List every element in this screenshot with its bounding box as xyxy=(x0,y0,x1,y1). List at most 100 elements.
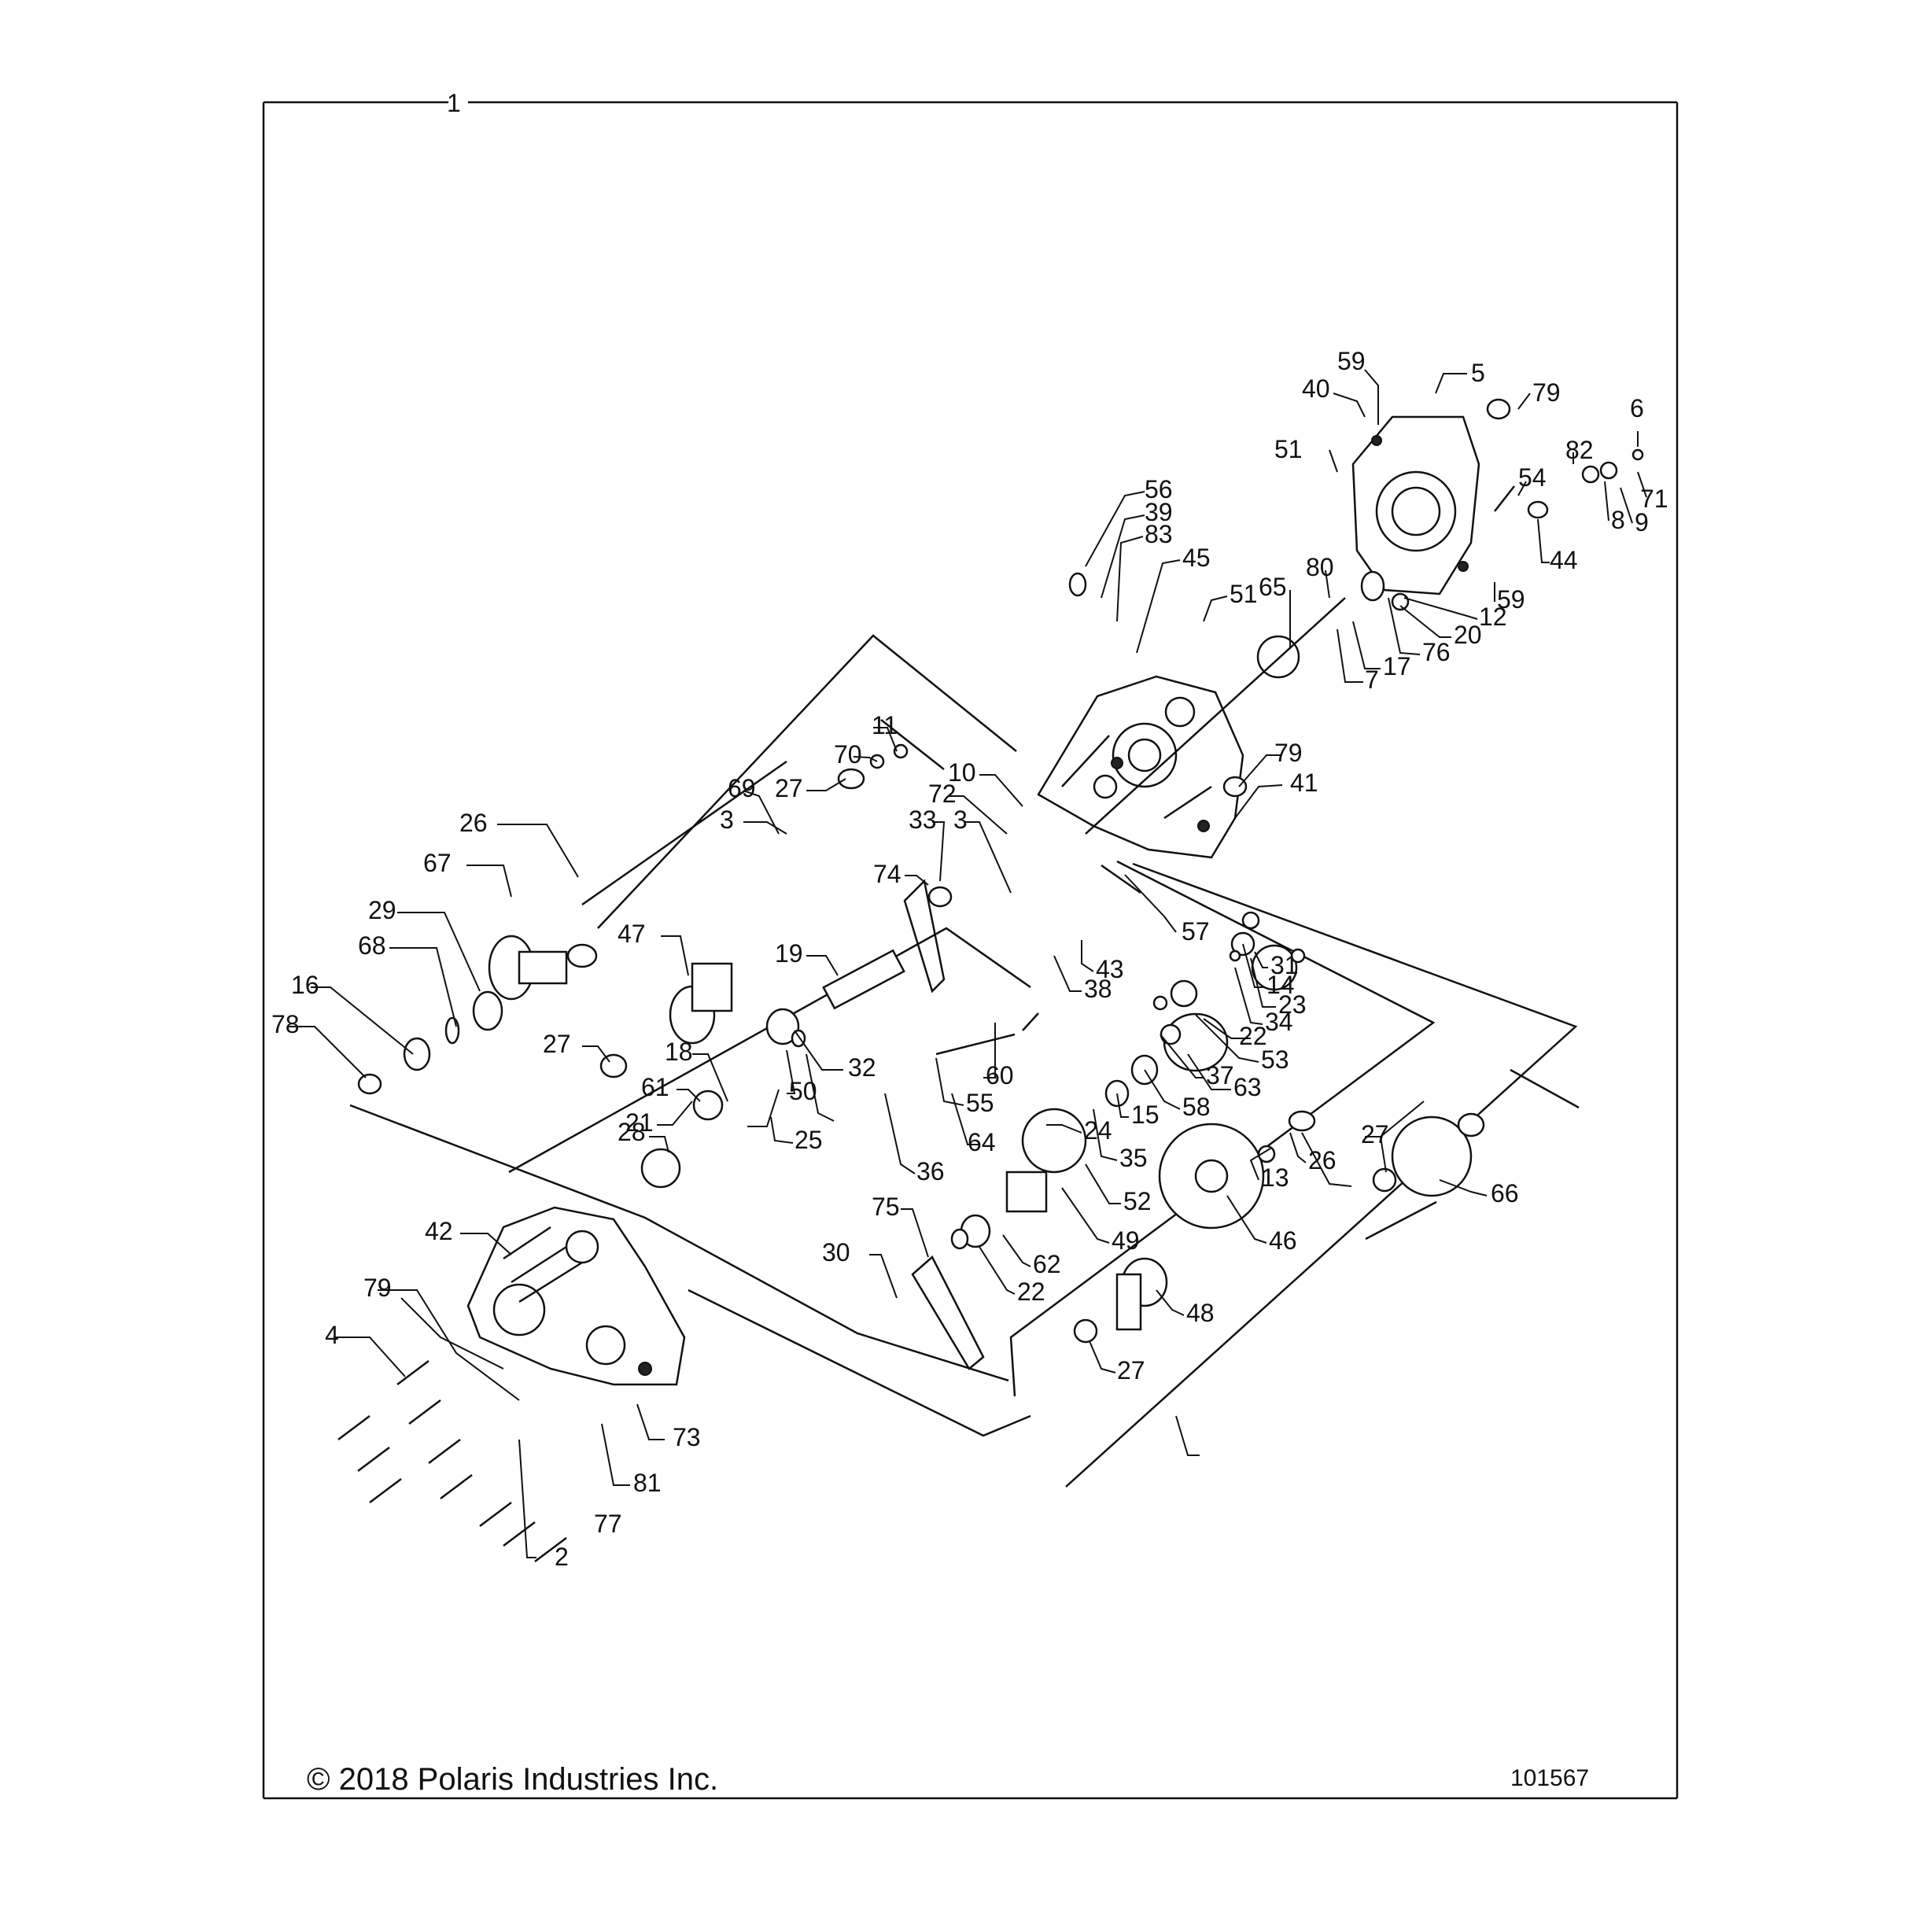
callout-31: 31 xyxy=(1270,951,1299,979)
callout-27: 27 xyxy=(775,774,803,802)
callout-46: 46 xyxy=(1269,1226,1297,1255)
callout-13: 13 xyxy=(1261,1163,1289,1192)
callout-32: 32 xyxy=(848,1053,876,1082)
callout-51b: 51 xyxy=(1230,580,1258,608)
callout-8: 8 xyxy=(1611,506,1625,534)
drawing-number: 101567 xyxy=(1510,1765,1589,1791)
callout-53: 53 xyxy=(1261,1045,1289,1074)
callout-72: 72 xyxy=(928,780,957,808)
callout-44: 44 xyxy=(1550,546,1578,574)
callout-82: 82 xyxy=(1565,436,1594,464)
callout-55: 55 xyxy=(966,1089,994,1117)
callout-20: 20 xyxy=(1454,621,1482,649)
callout-25: 25 xyxy=(795,1126,823,1154)
callout-12: 12 xyxy=(1479,603,1507,631)
callout-79: 79 xyxy=(1532,378,1561,407)
callout-58: 58 xyxy=(1182,1093,1211,1121)
callout-59: 59 xyxy=(1337,347,1366,375)
callout-83: 83 xyxy=(1145,520,1173,548)
callout-67: 67 xyxy=(423,849,452,877)
callout-77: 77 xyxy=(594,1510,622,1538)
callout-69: 69 xyxy=(728,774,756,802)
callout-26: 26 xyxy=(459,809,488,837)
callout-18: 18 xyxy=(665,1038,693,1066)
callout-17: 17 xyxy=(1383,652,1411,680)
callout-35: 35 xyxy=(1119,1144,1148,1172)
shafts xyxy=(935,485,1515,1056)
callout-81: 81 xyxy=(633,1469,662,1497)
callout-48: 48 xyxy=(1186,1299,1215,1327)
callout-78: 78 xyxy=(271,1010,300,1038)
callout-7: 7 xyxy=(1365,666,1379,694)
callout-37: 37 xyxy=(1206,1061,1234,1090)
callout-71: 71 xyxy=(1640,485,1668,513)
callout-14: 14 xyxy=(1266,971,1295,999)
callout-16: 16 xyxy=(291,971,319,999)
callout-56: 56 xyxy=(1145,475,1173,503)
callout-62: 62 xyxy=(1033,1250,1061,1278)
callout-24: 24 xyxy=(1084,1116,1112,1145)
callout-43: 43 xyxy=(1096,955,1124,983)
callout-10: 10 xyxy=(948,758,976,787)
callout-29: 29 xyxy=(368,896,396,924)
callout-5: 5 xyxy=(1471,359,1485,387)
callout-38: 38 xyxy=(1084,975,1112,1003)
callout-79b: 79 xyxy=(1274,739,1303,767)
callout-79c: 79 xyxy=(363,1274,392,1302)
callout-60: 60 xyxy=(986,1061,1014,1090)
callout-19: 19 xyxy=(775,939,803,968)
callout-22b: 22 xyxy=(1017,1278,1045,1306)
fasteners xyxy=(337,1360,567,1562)
assembly-number: 1 xyxy=(447,89,461,117)
callout-39: 39 xyxy=(1145,498,1173,526)
drive-belts xyxy=(903,879,985,1370)
callout-33: 33 xyxy=(909,806,937,834)
callout-59b: 59 xyxy=(1497,585,1525,614)
callout-52: 52 xyxy=(1123,1187,1152,1215)
callout-49: 49 xyxy=(1112,1226,1140,1255)
right-cover xyxy=(1351,415,1480,595)
callout-26b: 26 xyxy=(1308,1146,1337,1174)
callout-73: 73 xyxy=(673,1423,701,1451)
callout-80: 80 xyxy=(1306,553,1334,581)
callout-45: 45 xyxy=(1182,544,1211,572)
callout-42: 42 xyxy=(425,1217,453,1245)
callout-50: 50 xyxy=(789,1077,817,1105)
left-case-cover xyxy=(466,1206,686,1386)
callout-11: 11 xyxy=(872,711,898,739)
callout-27c: 27 xyxy=(1361,1120,1389,1149)
callout-28: 28 xyxy=(618,1118,646,1146)
callout-30: 30 xyxy=(822,1238,850,1266)
callout-34: 34 xyxy=(1265,1008,1293,1036)
callout-9: 9 xyxy=(1635,508,1649,536)
callout-21: 21 xyxy=(625,1108,654,1137)
callout-76: 76 xyxy=(1422,638,1451,666)
callout-36: 36 xyxy=(916,1157,945,1185)
callout-47: 47 xyxy=(618,920,646,948)
callout-4: 4 xyxy=(325,1321,339,1349)
callout-66: 66 xyxy=(1491,1179,1519,1208)
callout-61: 61 xyxy=(641,1073,669,1101)
callout-68: 68 xyxy=(358,931,386,960)
callout-54: 54 xyxy=(1518,463,1547,492)
callout-3: 3 xyxy=(720,806,734,834)
callout-2: 2 xyxy=(555,1543,569,1571)
callout-64: 64 xyxy=(968,1128,996,1156)
callout-70: 70 xyxy=(834,740,862,769)
callout-63: 63 xyxy=(1233,1073,1262,1101)
assembly-outlines xyxy=(349,634,1580,1488)
callout-41: 41 xyxy=(1290,769,1318,797)
callout-75: 75 xyxy=(872,1193,900,1221)
callout-15: 15 xyxy=(1131,1101,1160,1129)
callout-22: 22 xyxy=(1239,1022,1267,1050)
callout-51: 51 xyxy=(1274,435,1303,463)
copyright-text: © 2018 Polaris Industries Inc. xyxy=(307,1762,718,1797)
callout-57: 57 xyxy=(1182,917,1210,946)
callout-3b: 3 xyxy=(953,806,968,834)
callout-65: 65 xyxy=(1259,573,1287,601)
callout-labels: 59 5 79 6 40 82 51 54 71 8 9 56 39 83 44… xyxy=(271,347,1668,1571)
callout-74: 74 xyxy=(873,860,901,888)
leader-lines xyxy=(287,369,1647,1558)
callout-27d: 27 xyxy=(1117,1356,1145,1384)
